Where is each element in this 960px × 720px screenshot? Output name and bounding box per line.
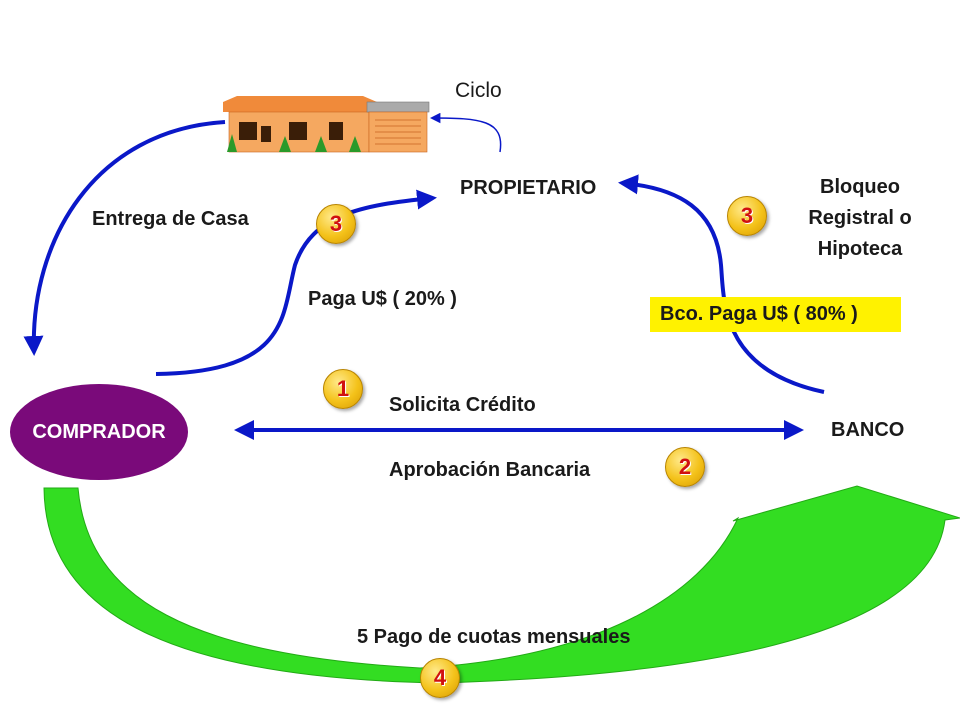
solicita-credito-label: Solicita Crédito: [389, 394, 536, 416]
ciclo-arrow: [429, 112, 502, 153]
entrega-casa-arrow: [23, 120, 226, 356]
comprador-label: COMPRADOR: [32, 420, 166, 443]
step-badge-paga: 3: [316, 204, 356, 244]
step-badge-solicita: 1: [323, 369, 363, 409]
aprobacion-label: Aprobación Bancaria: [389, 459, 591, 481]
bco-paga-80-arrow: [618, 174, 825, 394]
bco-paga-80-label: Bco. Paga U$ ( 80% ): [650, 297, 901, 332]
banco-label: BANCO: [831, 419, 905, 441]
bloqueo-line-2: Registral o: [808, 207, 912, 229]
step-badge-cuotas: 4: [420, 658, 460, 698]
pago-cuotas-arrow: [43, 485, 960, 684]
comprador-node: COMPRADOR: [10, 384, 188, 480]
step-badge-bloqueo: 3: [727, 196, 767, 236]
pago-cuotas-label: 5 Pago de cuotas mensuales: [357, 626, 631, 648]
paga-20-label: Paga U$ ( 20% ): [308, 288, 457, 310]
bloqueo-label: Bloqueo Registral o Hipoteca: [790, 172, 930, 265]
ciclo-label: Ciclo: [455, 79, 502, 102]
bloqueo-line-1: Bloqueo: [820, 176, 900, 198]
house-icon: [223, 96, 430, 153]
entrega-casa-label: Entrega de Casa: [92, 208, 249, 230]
propietario-label: PROPIETARIO: [460, 177, 597, 199]
step-badge-aprobacion: 2: [665, 447, 705, 487]
paga-20-arrow: [155, 189, 437, 376]
bloqueo-line-3: Hipoteca: [817, 238, 903, 260]
